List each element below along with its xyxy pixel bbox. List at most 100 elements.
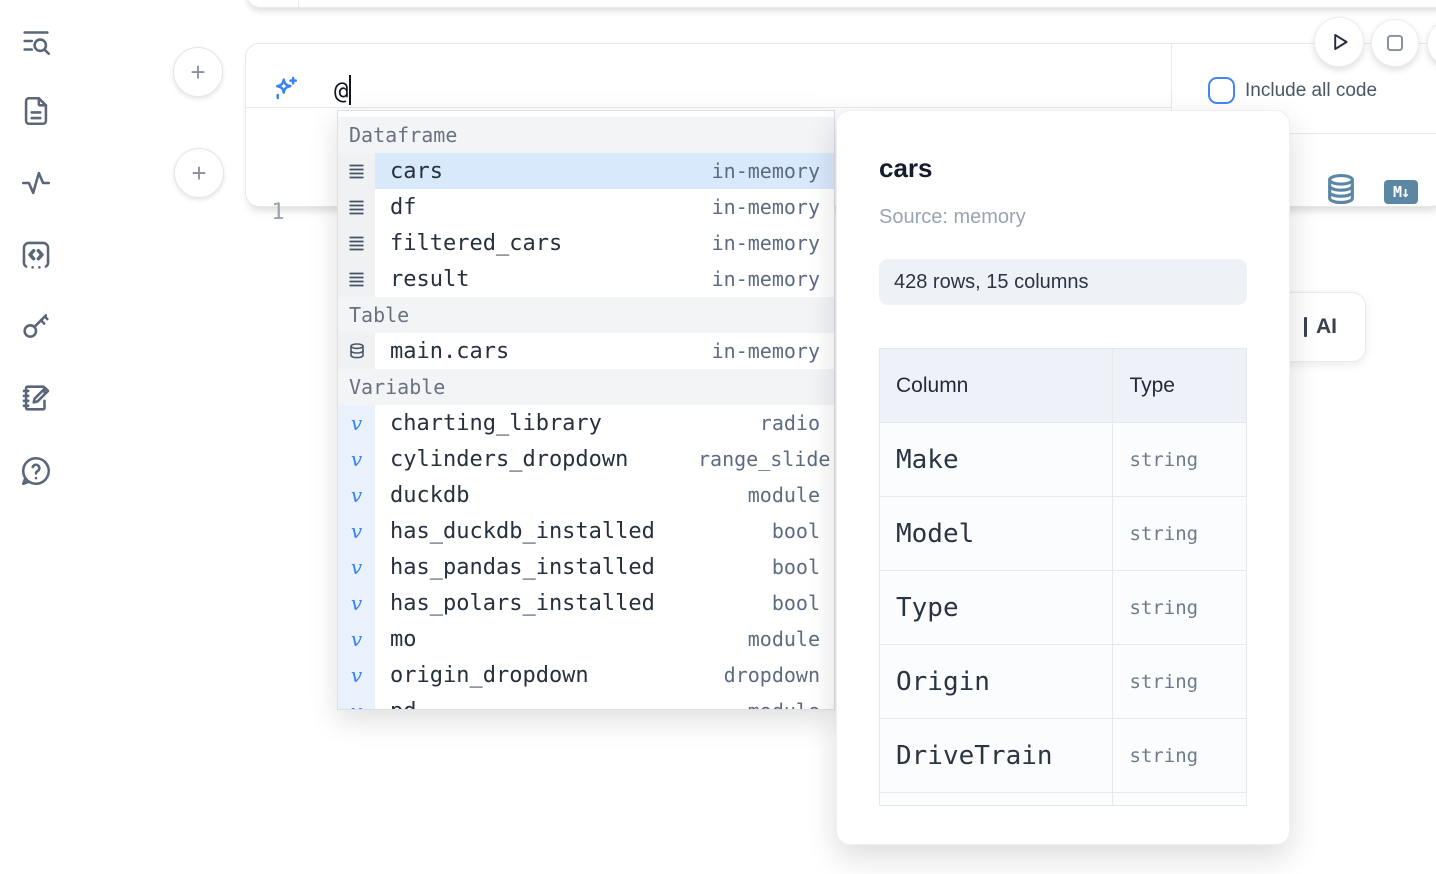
autocomplete-item[interactable]: v cars in-memory xyxy=(338,153,834,189)
variable-icon: v xyxy=(351,701,362,709)
autocomplete-item[interactable]: v has_duckdb_installed bool xyxy=(338,513,834,549)
item-gutter: v xyxy=(338,549,375,585)
autocomplete-item[interactable]: v duckdb module xyxy=(338,477,834,513)
item-content: has_pandas_installed bool xyxy=(375,549,834,585)
autocomplete-item[interactable]: v pd module xyxy=(338,693,834,710)
table-database-icon xyxy=(348,342,366,360)
item-content: mo module xyxy=(375,621,834,657)
variable-icon: v xyxy=(350,591,363,615)
preview-source: Source: memory xyxy=(879,206,1026,228)
item-detail: dropdown xyxy=(723,663,820,687)
item-name: cylinders_dropdown xyxy=(390,446,629,472)
left-sidebar xyxy=(0,0,72,874)
shape-badge: 428 rows, 15 columns xyxy=(879,259,1247,305)
variable-icon: v xyxy=(350,411,363,435)
column-type-cell xyxy=(1112,792,1247,806)
database-icon[interactable] xyxy=(1324,172,1358,211)
activity-icon[interactable] xyxy=(17,164,55,202)
autocomplete-item[interactable]: v filtered_cars in-memory xyxy=(338,225,834,261)
item-gutter: v xyxy=(338,657,375,693)
autocomplete-item[interactable]: v origin_dropdown dropdown xyxy=(338,657,834,693)
item-gutter: v xyxy=(338,477,375,513)
clipped-letter-stem xyxy=(1304,317,1307,337)
autocomplete-item[interactable]: v cylinders_dropdown range_slider xyxy=(338,441,834,477)
ai-button-label: AI xyxy=(1316,315,1337,338)
item-gutter: v xyxy=(338,405,375,441)
column-type-cell: string xyxy=(1112,718,1247,793)
item-name: cars xyxy=(390,158,443,184)
item-content: cars in-memory xyxy=(375,153,834,189)
line-number: 1 xyxy=(271,200,285,225)
item-name: mo xyxy=(390,626,417,652)
include-all-code-checkbox[interactable] xyxy=(1208,77,1235,104)
include-all-code-label: Include all code xyxy=(1245,80,1378,101)
item-name: has_polars_installed xyxy=(390,590,655,616)
variable-icon: v xyxy=(350,555,363,579)
item-gutter: v xyxy=(338,333,375,369)
item-content: pd module xyxy=(375,693,834,710)
dataframe-rows-icon xyxy=(347,162,366,181)
ai-prompt-input[interactable]: @ xyxy=(246,44,1171,108)
cell-actions: M↓ xyxy=(1324,172,1418,211)
file-text-icon[interactable] xyxy=(17,92,55,130)
item-detail: in-memory xyxy=(711,231,820,255)
autocomplete-section-header: Table xyxy=(338,297,834,333)
item-detail: in-memory xyxy=(711,159,820,183)
stop-button[interactable] xyxy=(1371,19,1419,67)
code-block-icon[interactable] xyxy=(17,236,55,274)
autocomplete-section-header: Dataframe xyxy=(338,117,834,153)
schema-header-cell: Column xyxy=(878,348,1114,423)
add-cell-below-button[interactable]: + xyxy=(174,148,224,198)
item-name: df xyxy=(390,194,417,220)
item-content: origin_dropdown dropdown xyxy=(375,657,834,693)
ai-prompt-value: @ xyxy=(334,75,352,105)
autocomplete-item[interactable]: v has_pandas_installed bool xyxy=(338,549,834,585)
autocomplete-item[interactable]: v has_polars_installed bool xyxy=(338,585,834,621)
item-name: pd xyxy=(390,699,417,710)
autocomplete-item[interactable]: v charting_library radio xyxy=(338,405,834,441)
item-gutter: v xyxy=(338,153,375,189)
item-gutter: v xyxy=(338,693,375,709)
item-name: has_pandas_installed xyxy=(390,554,655,580)
item-name: has_duckdb_installed xyxy=(390,518,655,544)
scratchpad-icon[interactable] xyxy=(17,379,55,417)
help-bubble-icon[interactable] xyxy=(17,452,55,490)
item-content: filtered_cars in-memory xyxy=(375,225,834,261)
item-content: main.cars in-memory xyxy=(375,333,834,369)
autocomplete-item[interactable]: v mo module xyxy=(338,621,834,657)
dataframe-rows-icon xyxy=(347,198,366,217)
run-cell-button[interactable] xyxy=(1314,17,1364,67)
key-icon[interactable] xyxy=(17,307,55,345)
autocomplete-item[interactable]: v main.cars in-memory xyxy=(338,333,834,369)
dataframe-preview-panel: cars Source: memory 428 rows, 15 columns… xyxy=(836,110,1290,845)
column-name-cell: Type xyxy=(878,570,1114,645)
item-content: cylinders_dropdown range_slider xyxy=(375,441,834,477)
variable-icon: v xyxy=(350,447,363,471)
item-name: filtered_cars xyxy=(390,230,563,256)
item-gutter: v xyxy=(338,513,375,549)
item-content: has_duckdb_installed bool xyxy=(375,513,834,549)
add-cell-above-button[interactable]: + xyxy=(173,47,223,97)
variable-icon: v xyxy=(350,663,363,687)
dataframe-rows-icon xyxy=(347,270,366,289)
schema-row-partial xyxy=(878,792,1247,806)
list-search-icon[interactable] xyxy=(17,22,55,60)
autocomplete-item[interactable]: v df in-memory xyxy=(338,189,834,225)
autocomplete-item[interactable]: v result in-memory xyxy=(338,261,834,297)
item-gutter: v xyxy=(338,585,375,621)
item-detail: bool xyxy=(771,519,820,543)
item-detail: bool xyxy=(771,591,820,615)
markdown-export-icon[interactable]: M↓ xyxy=(1384,179,1418,204)
item-gutter: v xyxy=(338,225,375,261)
column-type-cell: string xyxy=(1112,570,1247,645)
preview-title: cars xyxy=(879,153,933,183)
item-detail: radio xyxy=(759,411,820,435)
dataframe-rows-icon xyxy=(347,234,366,253)
item-detail: in-memory xyxy=(711,339,820,363)
column-type-cell: string xyxy=(1112,496,1247,571)
